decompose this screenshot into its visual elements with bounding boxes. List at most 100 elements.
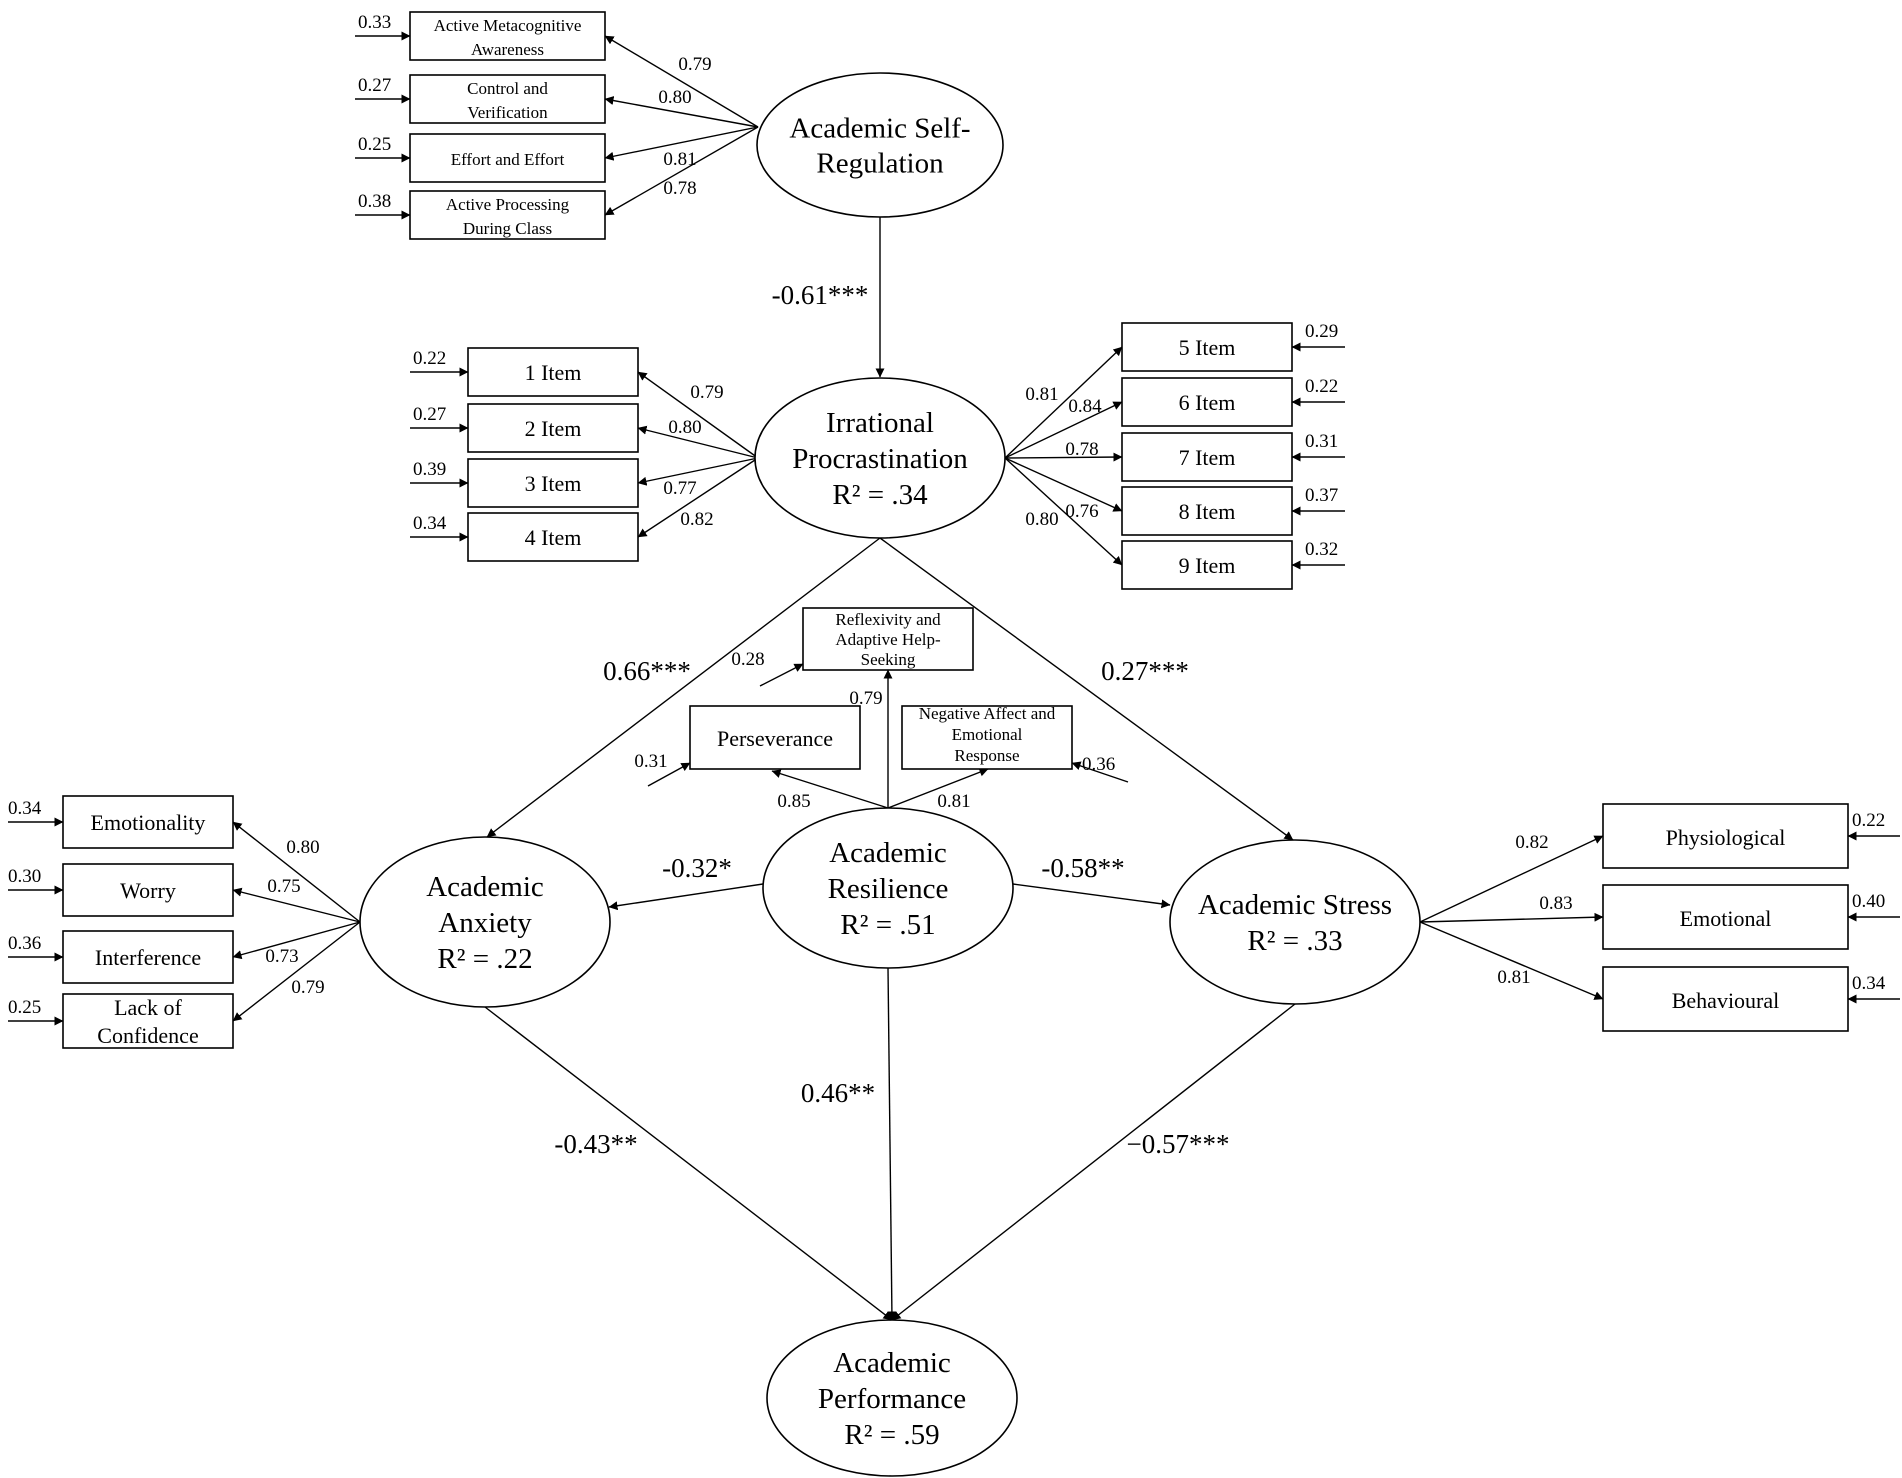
sr-loading-value-2: 0.80 <box>658 87 691 108</box>
ip-left-loading-arrow-1 <box>637 371 759 459</box>
anx-loading-arrow-4 <box>232 921 361 1022</box>
path-res-to-str <box>1012 883 1171 909</box>
sr-error-value-3: 0.25 <box>358 134 391 155</box>
res-negaffect-error-value: 0.36 <box>1082 754 1115 775</box>
sr-loading-arrow-3 <box>604 126 759 161</box>
anx-indicator-box-3 <box>62 930 234 984</box>
str-indicator-box-3 <box>1602 966 1849 1032</box>
res-negaffect-label-line-3: Response <box>954 746 1019 765</box>
ip-left-indicator-label-1: 1 Item <box>525 360 582 385</box>
sr-indicator-box-2 <box>409 74 606 124</box>
anx-indicator-label-2: Worry <box>120 878 176 903</box>
ip-left-indicator-label-3: 3 Item <box>525 471 582 496</box>
ip-right-loading-value-1: 0.81 <box>1025 384 1058 405</box>
latent-resilience-label-line-3: R² = .51 <box>840 909 935 941</box>
res-perseverance-loading-value: 0.85 <box>777 791 810 812</box>
sr-indicator-box-1 <box>409 11 606 61</box>
latent-academic-stress <box>1169 839 1421 1005</box>
ip-right-loading-arrow-5 <box>1004 457 1123 566</box>
anx-indicator-label-1: Emotionality <box>91 810 206 835</box>
ip-right-indicator-box-1 <box>1121 322 1293 372</box>
latent-self-regulation-label-line-2: Regulation <box>816 148 944 180</box>
anx-loading-arrow-2 <box>232 887 361 923</box>
path-coef-res-to-str: -0.58** <box>1041 853 1124 883</box>
latent-anxiety-label-line-2: Anxiety <box>438 907 532 939</box>
str-indicator-label-1: Physiological <box>1666 825 1786 850</box>
latent-anxiety-label-line-1: Academic <box>426 871 544 903</box>
sr-error-value-4: 0.38 <box>358 191 391 212</box>
ip-right-indicator-box-4 <box>1121 486 1293 536</box>
anx-indicator-box-1 <box>62 795 234 849</box>
path-coef-ip-to-anx: 0.66*** <box>603 656 691 686</box>
sr-indicator-label-2-line-1: Control and <box>467 79 548 98</box>
sr-indicator-box-4 <box>409 190 606 240</box>
path-res-to-anx <box>608 883 764 911</box>
str-indicator-box-2 <box>1602 884 1849 950</box>
latent-self-regulation-label-line-1: Academic Self- <box>789 113 970 145</box>
sr-error-value-1: 0.33 <box>358 12 391 33</box>
res-negaffect-loading-arrow <box>887 767 989 809</box>
anx-indicator-box-4 <box>62 993 234 1049</box>
latent-academic-self-regulation <box>756 72 1004 218</box>
sr-error-value-2: 0.27 <box>358 75 391 96</box>
sr-indicator-label-1-line-2: Awareness <box>471 40 544 59</box>
res-negaffect-label-line-2: Emotional <box>952 725 1023 744</box>
str-indicator-box-1 <box>1602 803 1849 869</box>
sr-indicator-label-1-line-1: Active Metacognitive <box>434 16 582 35</box>
ip-left-error-value-2: 0.27 <box>413 404 446 425</box>
path-coef-res-to-perf: 0.46** <box>801 1078 875 1108</box>
str-loading-arrow-1 <box>1419 835 1604 923</box>
anx-loading-value-4: 0.79 <box>291 977 324 998</box>
ip-left-loading-value-3: 0.77 <box>663 478 696 499</box>
ip-left-indicator-box-1 <box>467 347 639 397</box>
anx-indicator-label-3: Interference <box>95 945 201 970</box>
str-loading-value-3: 0.81 <box>1497 967 1530 988</box>
latent-resilience-label-line-1: Academic <box>829 837 947 869</box>
ip-left-loading-arrow-2 <box>637 425 759 459</box>
sr-indicator-box-3 <box>409 133 606 183</box>
ip-left-error-value-1: 0.22 <box>413 348 446 369</box>
ip-right-indicator-box-3 <box>1121 432 1293 482</box>
path-ip-to-anx <box>486 537 881 838</box>
ip-right-error-value-1: 0.29 <box>1305 321 1338 342</box>
res-reflexivity-error-value: 0.28 <box>731 649 764 670</box>
ip-right-error-value-4: 0.37 <box>1305 485 1338 506</box>
sr-loading-value-1: 0.79 <box>678 54 711 75</box>
res-negaffect-error-arrow <box>1071 761 1129 783</box>
ip-right-indicator-label-2: 6 Item <box>1179 390 1236 415</box>
res-reflexivity-box <box>802 607 974 671</box>
sr-indicator-label-4-line-1: Active Processing <box>446 195 570 214</box>
path-str-to-perf <box>891 1003 1296 1321</box>
path-anx-to-perf <box>484 1006 893 1321</box>
res-negaffect-box <box>901 705 1073 770</box>
ip-right-error-value-2: 0.22 <box>1305 376 1338 397</box>
ip-right-indicator-label-4: 8 Item <box>1179 499 1236 524</box>
str-loading-value-2: 0.83 <box>1539 893 1572 914</box>
res-negaffect-loading-value: 0.81 <box>937 791 970 812</box>
ip-right-loading-value-3: 0.78 <box>1065 439 1098 460</box>
latent-resilience-label-line-2: Resilience <box>828 873 949 905</box>
res-reflexivity-loading-value: 0.79 <box>849 688 882 709</box>
sr-loading-arrow-4 <box>604 126 759 216</box>
latent-anxiety-label-line-3: R² = .22 <box>437 943 532 975</box>
anx-loading-arrow-3 <box>232 921 361 960</box>
ip-right-loading-arrow-4 <box>1004 457 1123 512</box>
ip-right-indicator-label-1: 5 Item <box>1179 335 1236 360</box>
str-loading-arrow-2 <box>1419 912 1604 923</box>
path-res-to-perf <box>887 967 897 1321</box>
anx-error-value-2: 0.30 <box>8 866 41 887</box>
path-coef-res-to-anx: -0.32* <box>662 853 732 883</box>
nodes <box>62 11 1849 1477</box>
sr-loading-arrow-1 <box>604 35 759 128</box>
ip-right-loading-value-2: 0.84 <box>1068 396 1102 417</box>
sr-indicator-label-2-line-2: Verification <box>467 103 548 122</box>
str-indicator-label-3: Behavioural <box>1672 988 1780 1013</box>
str-error-value-3: 0.34 <box>1852 973 1886 994</box>
latent-academic-performance <box>766 1319 1018 1477</box>
ip-left-loading-value-2: 0.80 <box>668 417 701 438</box>
res-perseverance-error-arrow <box>647 762 691 787</box>
latent-procrastination-label-line-1: Irrational <box>826 407 934 439</box>
ip-left-indicator-label-2: 2 Item <box>525 416 582 441</box>
anx-loading-value-2: 0.75 <box>267 876 300 897</box>
str-loading-value-1: 0.82 <box>1515 832 1548 853</box>
